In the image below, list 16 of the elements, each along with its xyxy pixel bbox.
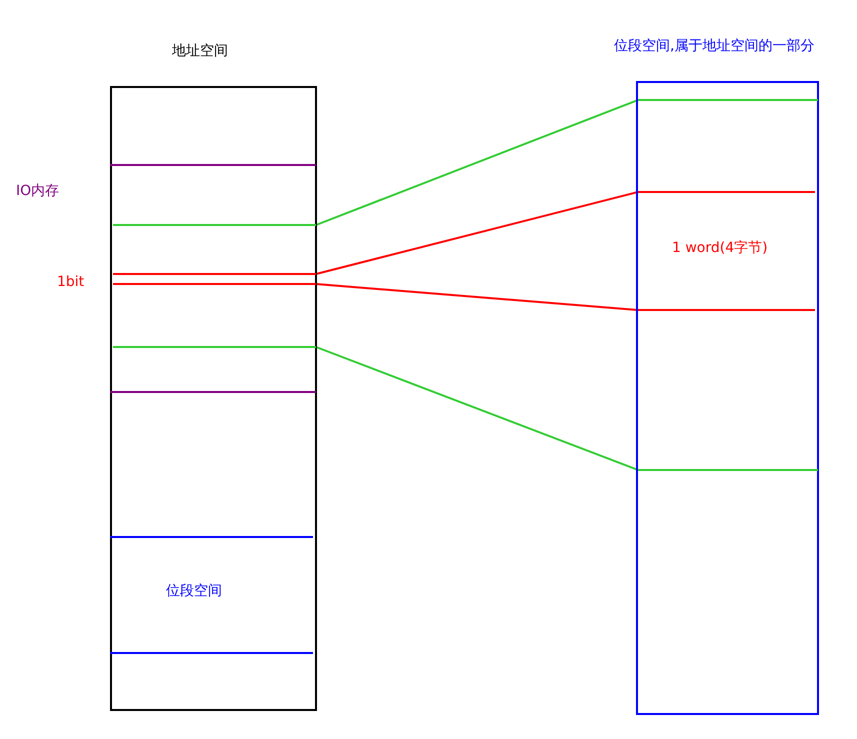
region-label: IO内存 [16,182,60,200]
mapped-region-band [638,99,818,471]
region-label: 1 word(4字节) [672,239,768,257]
region-label: 1bit [57,274,84,290]
mapping-line [316,346,638,471]
mapped-region-band [113,224,316,348]
region-label: 位段空间 [166,582,222,600]
mapping-line [316,283,638,311]
bit-band-region [110,536,313,654]
word-band [638,191,815,311]
column-heading: 地址空间 [172,42,228,60]
column-heading: 位段空间,属于地址空间的一部分 [614,37,814,55]
bit-band [113,273,316,285]
mapping-line [316,191,638,275]
mapping-line [316,99,638,226]
io-memory-band [110,164,316,393]
